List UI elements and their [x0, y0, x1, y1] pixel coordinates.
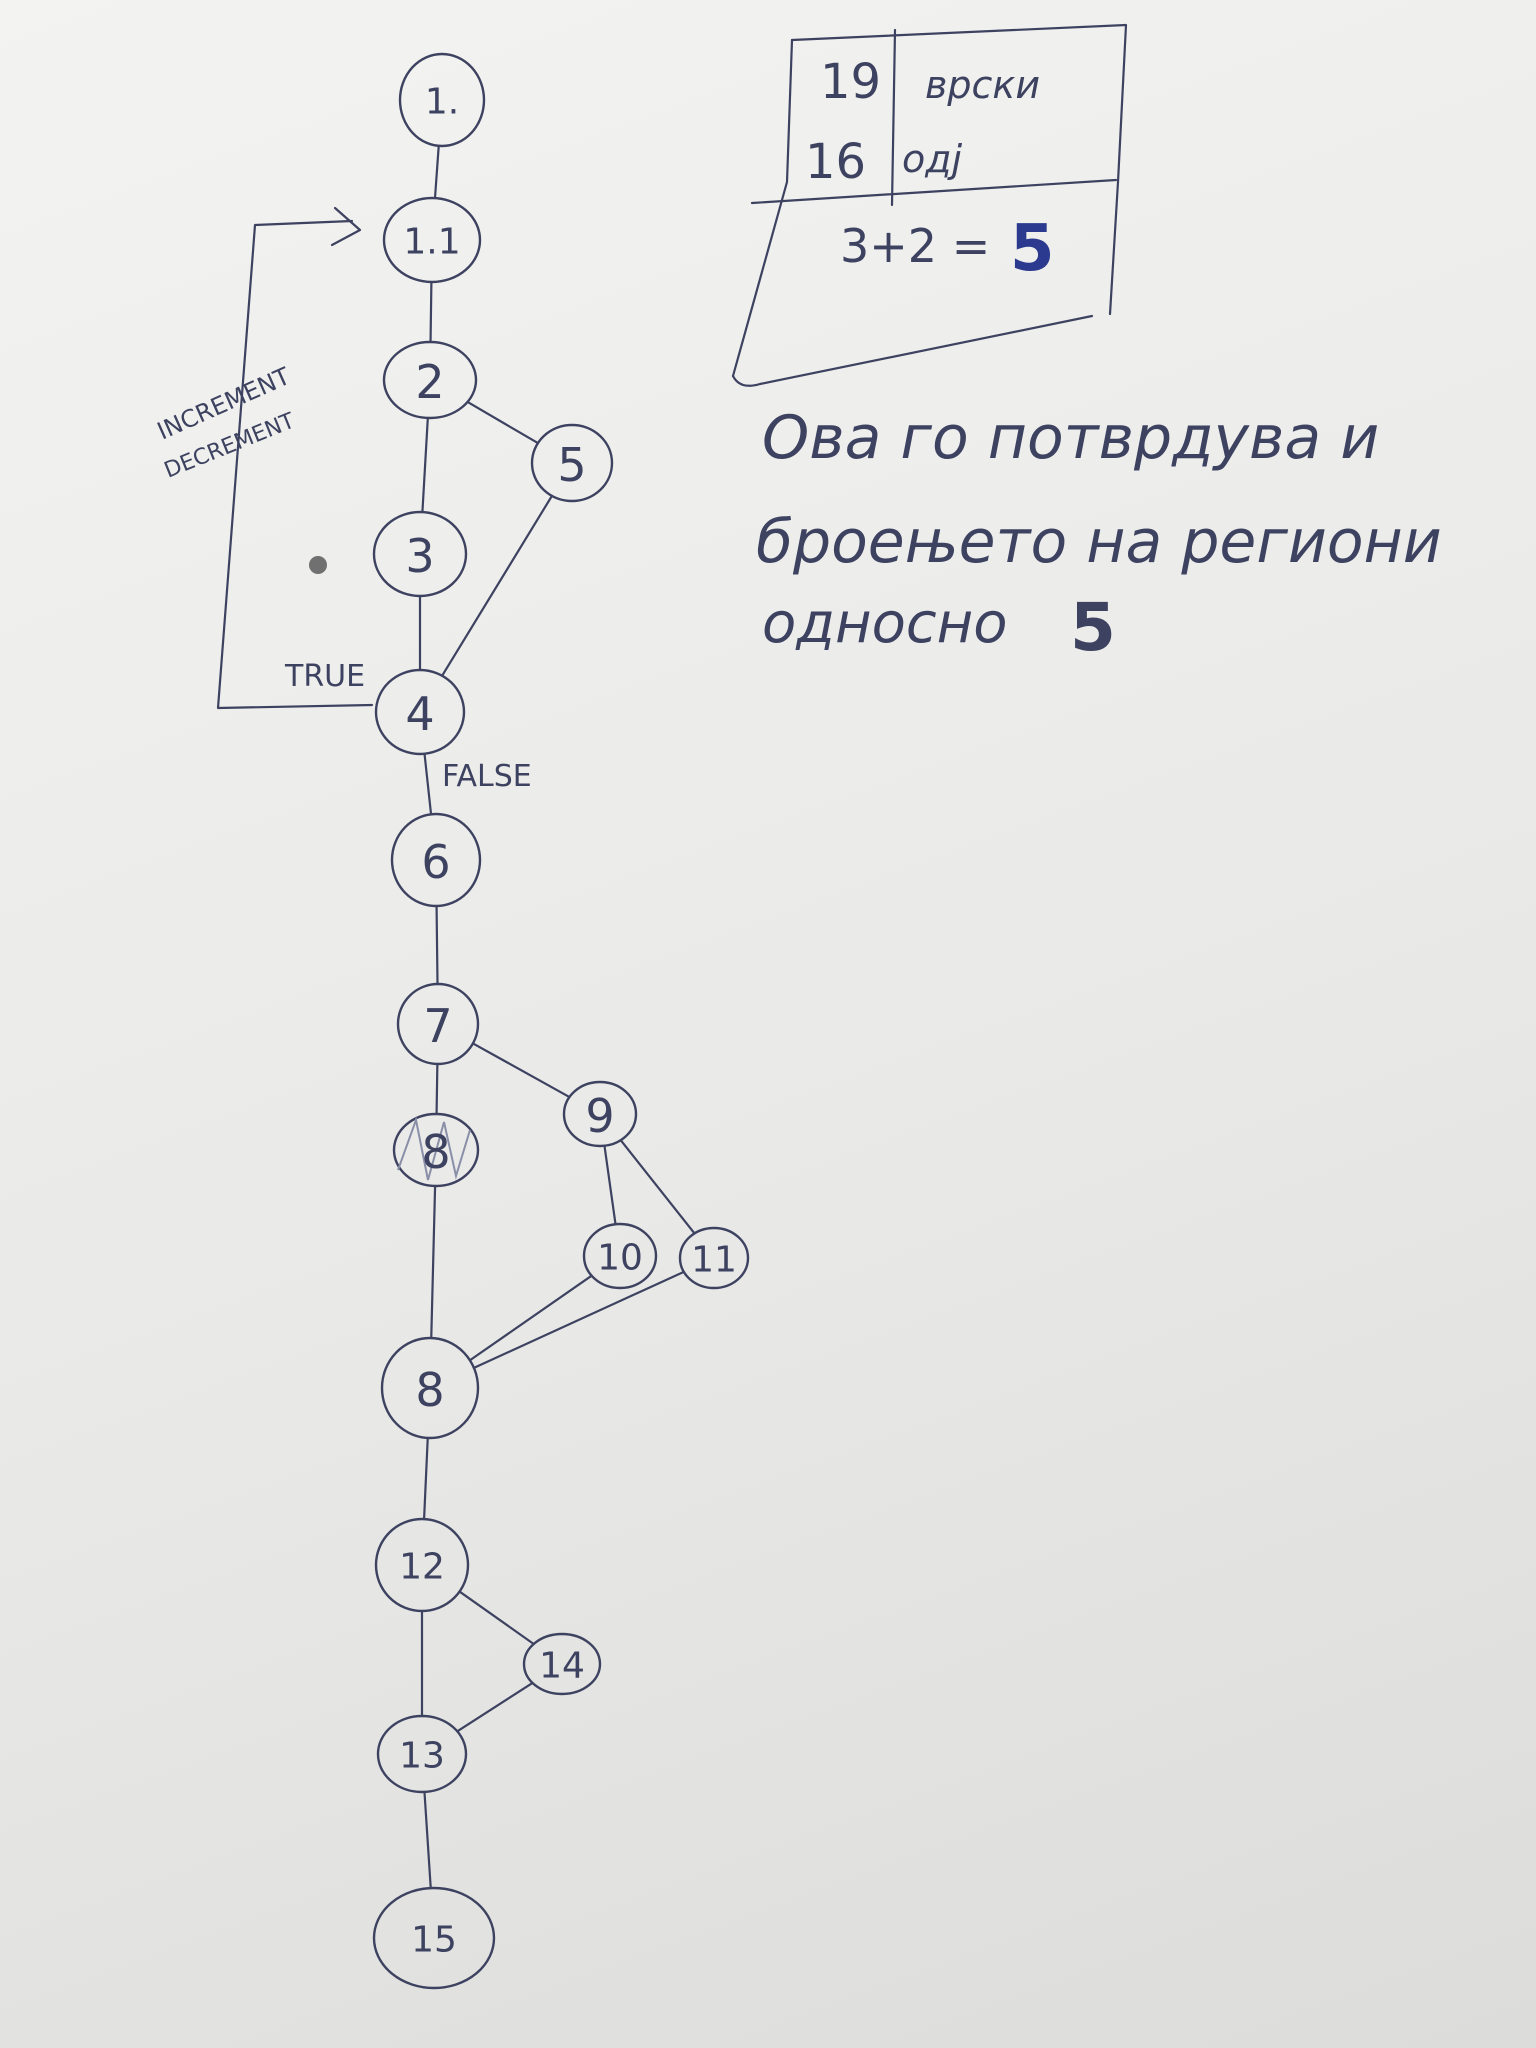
edge-n8a-n8b: [430, 1184, 437, 1340]
node-circle: [392, 1112, 480, 1188]
node-circle: [562, 1080, 638, 1148]
ink-blot: [309, 556, 327, 574]
node-circle: [380, 1336, 480, 1440]
edge-n11-n8b: [472, 1270, 685, 1369]
formula: 3+2 =: [840, 219, 990, 273]
node-label: 9: [585, 1089, 614, 1143]
edge-n8b-n12: [422, 1436, 429, 1521]
node-circle: [372, 510, 468, 598]
note-line-1: Ова го потврдува и: [762, 403, 1379, 473]
node-label: 8: [421, 1125, 450, 1179]
count-table: 19 врски 16 одј 3+2 = 5: [731, 23, 1128, 387]
note-line-2: броењето на региони: [756, 507, 1442, 577]
edge-n12-n14: [458, 1590, 535, 1646]
edge-n5-n4: [441, 494, 554, 677]
node-n15: 15: [372, 1886, 496, 1990]
node-label: 5: [557, 438, 586, 492]
graph-edges: [418, 144, 696, 1890]
node-n6: 6: [390, 812, 482, 908]
loop-back-arrow: [216, 206, 374, 710]
node-label: 10: [597, 1238, 643, 1279]
node-n1_1: 1.1: [382, 196, 482, 284]
node-circle: [522, 1632, 602, 1696]
true-label: TRUE: [284, 659, 365, 694]
edge-n14-n13: [456, 1681, 534, 1733]
node-n1: 1.: [398, 52, 486, 148]
formula-result: 5: [1010, 212, 1055, 286]
node-n4: 4: [374, 668, 466, 756]
node-n5: 5: [530, 423, 614, 503]
node-n13: 13: [376, 1714, 468, 1794]
false-label: FALSE: [442, 759, 532, 794]
node-label: 2: [415, 355, 444, 409]
edge-n9-n10: [603, 1144, 617, 1226]
edge-n4-n6: [423, 752, 433, 816]
node-label: 1.: [425, 82, 459, 123]
edges-word: врски: [925, 63, 1040, 107]
node-label: 6: [421, 835, 450, 889]
node-label: 3: [405, 529, 434, 583]
edge-n1_1-n2: [429, 280, 433, 344]
node-label: 11: [691, 1240, 737, 1281]
node-circle: [374, 668, 466, 756]
node-n12: 12: [374, 1517, 470, 1613]
nodes-word: одј: [902, 137, 963, 181]
node-n9: 9: [562, 1080, 638, 1148]
node-circle: [582, 1222, 658, 1290]
edge-n9-n11: [619, 1139, 696, 1235]
note-value: 5: [1070, 589, 1116, 666]
node-n3: 3: [372, 510, 468, 598]
node-circle: [374, 1517, 470, 1613]
node-circle: [678, 1226, 750, 1290]
edge-n6-n7: [435, 904, 439, 986]
edge-n13-n15: [423, 1790, 432, 1890]
node-circle: [382, 340, 478, 420]
edge-n2-n3: [421, 416, 429, 514]
node-label: 13: [399, 1736, 445, 1777]
edge-n2-n5: [466, 400, 540, 445]
node-label: 1.1: [403, 222, 460, 263]
node-n11: 11: [678, 1226, 750, 1290]
node-n14: 14: [522, 1632, 602, 1696]
edge-n7-n9: [471, 1042, 571, 1099]
node-n2: 2: [382, 340, 478, 420]
node-circle: [372, 1886, 496, 1990]
node-circle: [390, 812, 482, 908]
graph-nodes: 1. 1.1 2 3 4 5 6 7 8 9 10 11 8 12 13 14 15: [372, 52, 750, 1990]
node-circle: [396, 982, 480, 1066]
node-n7: 7: [396, 982, 480, 1066]
node-label: 15: [411, 1920, 457, 1961]
edge-n10-n8b: [468, 1274, 593, 1362]
nodes-count: 16: [805, 134, 866, 190]
node-label: 12: [399, 1547, 445, 1588]
node-n8b: 8: [380, 1336, 480, 1440]
node-circle: [382, 196, 482, 284]
note-line-3: односно: [762, 591, 1008, 656]
node-n8a: 8: [392, 1112, 480, 1188]
regions-note: Ова го потврдува и броењето на региони о…: [756, 403, 1442, 666]
scribble-mark: [397, 1116, 471, 1181]
node-label: 14: [539, 1646, 585, 1687]
edge-n7-n8a: [435, 1062, 439, 1116]
node-label: 8: [415, 1363, 444, 1417]
node-label: 7: [423, 999, 452, 1053]
node-label: 4: [405, 687, 434, 741]
node-circle: [376, 1714, 468, 1794]
node-circle: [530, 423, 614, 503]
node-circle: [398, 52, 486, 148]
edge-n1-n1_1: [433, 144, 440, 200]
edges-count: 19: [820, 54, 881, 110]
node-n10: 10: [582, 1222, 658, 1290]
